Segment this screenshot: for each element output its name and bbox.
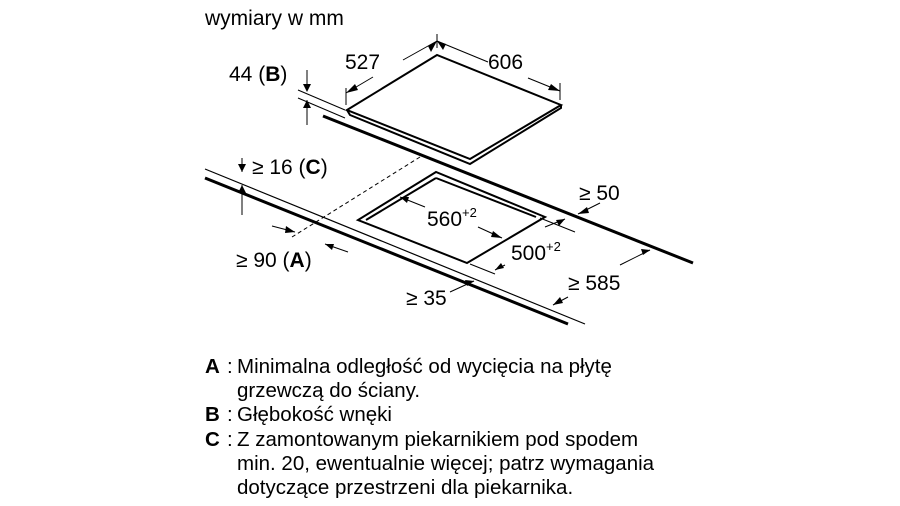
legend-item-c: C:Z zamontowanym piekarnikiem pod spodem…: [205, 427, 655, 500]
legend-item-a: A:Minimalna odległość od wycięcia na pły…: [205, 355, 612, 403]
dim-worktop: ≥ 585: [568, 272, 621, 295]
dim-cut-depth: 500+2: [511, 239, 561, 265]
dim-height: 44 (B): [229, 63, 288, 86]
legend-item-b: B:Głębokość wnęki: [205, 403, 392, 427]
dim-rear: ≥ 50: [579, 182, 620, 205]
dim-cut-width: 560+2: [427, 205, 477, 231]
dim-depth: 527: [345, 51, 381, 74]
dim-width: 606: [488, 51, 524, 74]
worktop-rear-edge: [322, 114, 694, 265]
dim-wall-a: ≥ 90 (A): [236, 249, 312, 272]
dim-gap-c: ≥ 16 (C): [252, 156, 328, 179]
units-title: wymiary w mm: [205, 7, 344, 30]
worktop-front-edge: [204, 176, 569, 326]
cutout: [355, 170, 548, 265]
dim-front: ≥ 35: [406, 287, 447, 310]
legend: A:Minimalna odległość od wycięcia na pły…: [205, 355, 654, 500]
